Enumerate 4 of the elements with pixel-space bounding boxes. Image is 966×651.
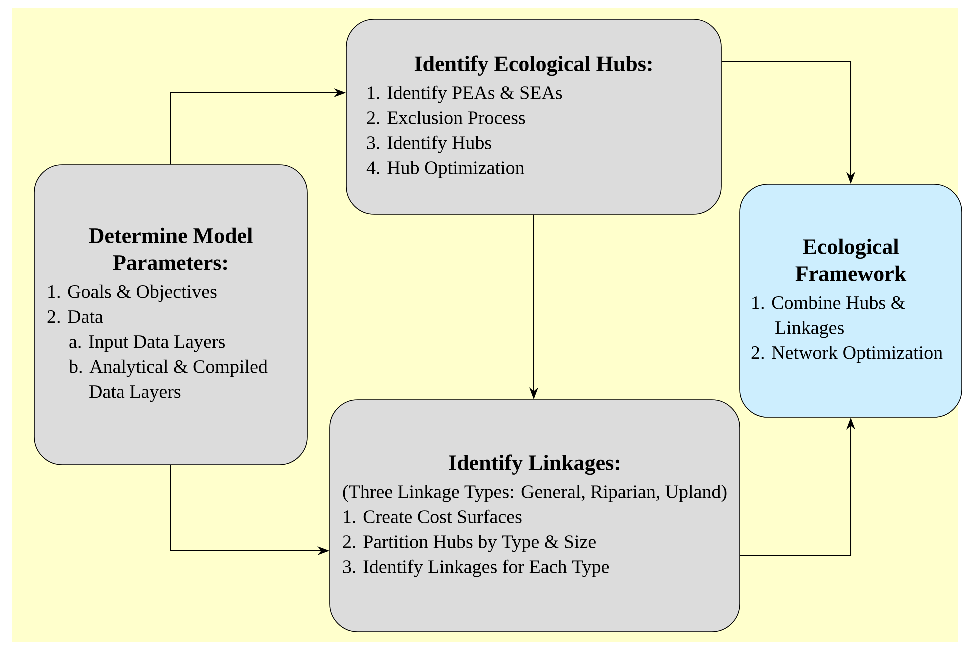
process-box: Identify Linkages: (Three Linkage Types: General, Riparian, Upland) 1. Create Cost Surfaces 2. Partition Hubs by Type & Size 3. Identify Linkages for Each Type bbox=[330, 400, 740, 632]
process-box: Ecological Framework 1. Combine Hubs & Linkages 2. Network Optimization bbox=[740, 184, 962, 418]
process-box: Identify Ecological Hubs: 1. Identify PEAs & SEAs 2. Exclusion Process 3. Identify Hubs 4. Hub Optimization bbox=[346, 19, 722, 215]
process-box: Determine Model Parameters: 1. Goals & Objectives 2. Data a. Input Data Layers b. Analytical & Compiled Data Layers bbox=[34, 164, 308, 466]
